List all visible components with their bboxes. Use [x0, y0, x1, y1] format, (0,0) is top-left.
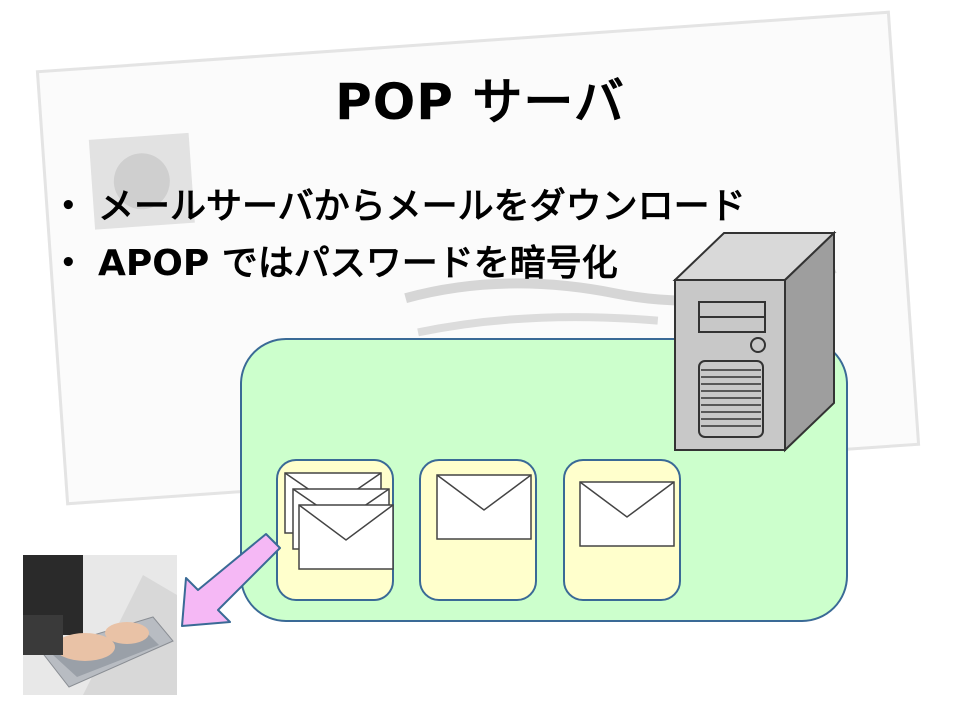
envelope-icon	[298, 504, 394, 570]
bullet-list: • メールサーバからメールをダウンロード • APOP ではパスワードを暗号化	[60, 178, 746, 292]
laptop-photo	[23, 555, 177, 695]
bullet-text: APOP ではパスワードを暗号化	[98, 243, 618, 284]
bullet-dot: •	[60, 248, 77, 278]
server-icon	[672, 230, 837, 453]
envelope-icon	[579, 481, 675, 547]
bullet-text: メールサーバからメールをダウンロード	[98, 186, 746, 227]
bullet-item: • APOP ではパスワードを暗号化	[60, 235, 746, 292]
bullet-item: • メールサーバからメールをダウンロード	[60, 178, 746, 235]
bullet-dot: •	[60, 191, 77, 221]
download-arrow-icon	[181, 533, 281, 627]
slide-title: POP サーバ	[335, 73, 625, 131]
envelope-icon	[436, 474, 532, 540]
